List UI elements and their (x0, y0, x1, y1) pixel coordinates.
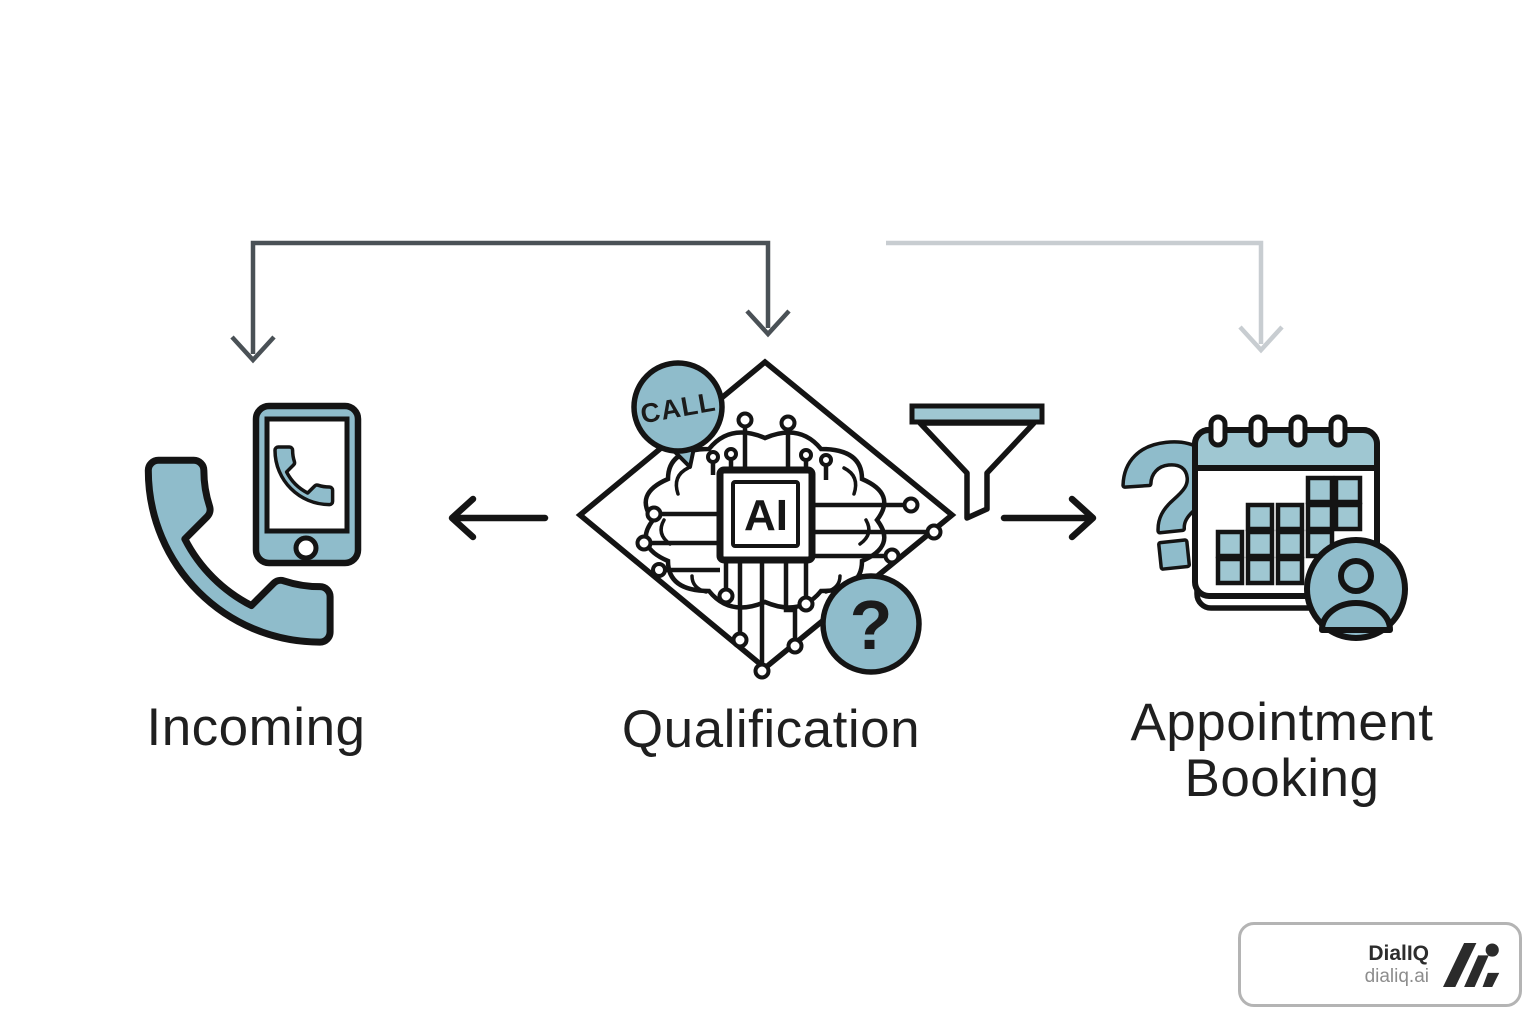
ai-brain-chip-icon: AI CALL ? (575, 358, 957, 680)
calendar-booking-icon: ? (1106, 400, 1408, 641)
funnel-icon (909, 403, 1045, 521)
brand-logo-mark-icon (1443, 942, 1500, 987)
top-elbow-light-connector (886, 240, 1284, 354)
circuit-nodes (635, 411, 943, 680)
appointment-booking-label: Appointment Booking (1112, 695, 1452, 807)
left-arrow (448, 495, 549, 541)
left-arrowhead-icon (448, 495, 477, 541)
qualification-label: Qualification (621, 700, 921, 759)
avatar-head (1338, 558, 1374, 594)
screen-handset-icon (275, 447, 333, 505)
dark-arrowhead-right-icon (745, 309, 791, 338)
light-arrowhead-icon (1238, 325, 1284, 354)
right-arrow (1000, 495, 1097, 541)
funnel-top-bar (909, 403, 1045, 425)
call-badge-bubble (631, 360, 725, 454)
avatar-shoulders (1319, 600, 1393, 633)
top-elbow-dark-connector (230, 240, 791, 364)
smartphone-home-button (293, 535, 319, 561)
brand-domain: dialiq.ai (1364, 965, 1429, 987)
incoming-label: Incoming (146, 698, 366, 757)
calendar-rings (1208, 414, 1348, 448)
dark-arrowhead-left-icon (230, 335, 276, 364)
question-badge: ? (820, 573, 922, 675)
appointment-label-line2: Booking (1184, 749, 1380, 808)
phone-call-icon (148, 402, 358, 642)
dark-elbow-line (250, 240, 771, 354)
light-elbow-line (886, 240, 1264, 344)
brain-gyri-lines (659, 466, 871, 594)
question-badge-circle (820, 573, 922, 675)
call-badge: CALL (631, 360, 725, 469)
brand-name: DialIQ (1368, 941, 1429, 965)
smartphone-screen (264, 416, 350, 534)
user-avatar-icon (1304, 537, 1408, 641)
right-arrowhead-icon (1068, 495, 1097, 541)
brand-text-block: DialIQ dialiq.ai (1365, 942, 1429, 988)
appointment-label-line1: Appointment (1130, 693, 1434, 752)
brand-watermark: DialIQ dialiq.ai (1238, 922, 1522, 1007)
question-badge-text: ? (850, 586, 893, 664)
ai-chip-label: AI (744, 491, 788, 540)
ai-chip-inner (731, 480, 800, 548)
telephone-handset-icon (148, 460, 330, 642)
calendar-date-squares (1215, 475, 1363, 586)
